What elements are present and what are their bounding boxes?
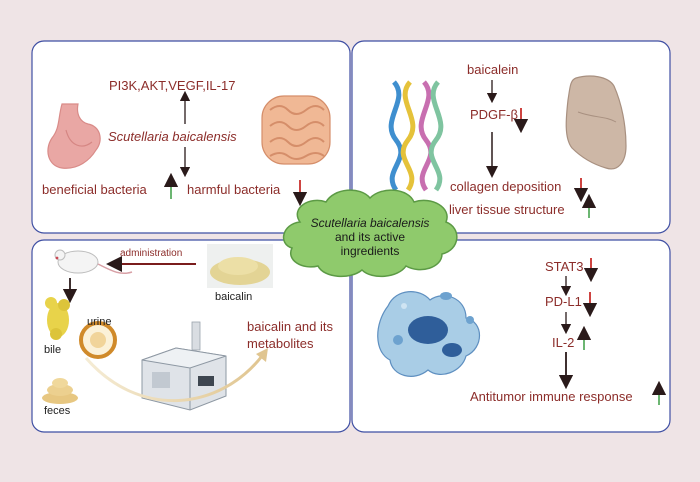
urine-label: urine	[87, 316, 112, 328]
panel-gut	[31, 40, 351, 234]
center-title: Scutellaria baicalensis	[310, 216, 430, 230]
gut-pathways-label: PI3K,AKT,VEGF,IL-17	[109, 78, 236, 93]
antitumor-response-label: Antitumor immune response	[470, 389, 633, 404]
center-cloud	[282, 189, 458, 278]
mouse-icon	[54, 249, 133, 275]
collagen-fiber-icon	[388, 80, 444, 192]
baicalein-label: baicalein	[467, 62, 519, 77]
administration-label: administration	[120, 248, 183, 259]
harmful-bacteria-label: harmful bacteria	[187, 182, 281, 197]
gut-herb-label: Scutellaria baicalensis	[108, 129, 237, 144]
baicalin-label: baicalin	[215, 291, 253, 303]
center-cloud-text: Scutellaria baicalensis and its active i…	[284, 216, 456, 258]
metabolites-line2: metabolites	[247, 336, 314, 351]
center-subtitle: and its active ingredients	[334, 230, 406, 258]
stomach-icon	[47, 103, 101, 169]
intestine-icon	[261, 95, 331, 165]
feces-icon	[42, 378, 78, 404]
metabolites-line1: baicalin and its	[247, 319, 333, 334]
panel-tumor	[351, 239, 671, 433]
liver-icon	[565, 75, 627, 170]
tumor-cells-icon	[377, 291, 480, 377]
stat3-label: STAT3	[545, 259, 584, 274]
pdgf-label: PDGF-β	[470, 107, 518, 122]
feces-label: feces	[44, 405, 71, 417]
liver-structure-label: liver tissue structure	[449, 202, 565, 217]
urine-icon	[79, 321, 117, 359]
il2-label: IL-2	[552, 335, 575, 350]
arrow-arc-metabolites	[84, 355, 264, 402]
beneficial-bacteria-label: beneficial bacteria	[42, 182, 147, 197]
collagen-deposition-label: collagen deposition	[450, 179, 562, 194]
bile-icon	[45, 297, 70, 340]
bile-label: bile	[44, 344, 62, 356]
baicalin-powder-icon	[207, 244, 273, 288]
pdl1-label: PD-L1	[545, 294, 582, 309]
